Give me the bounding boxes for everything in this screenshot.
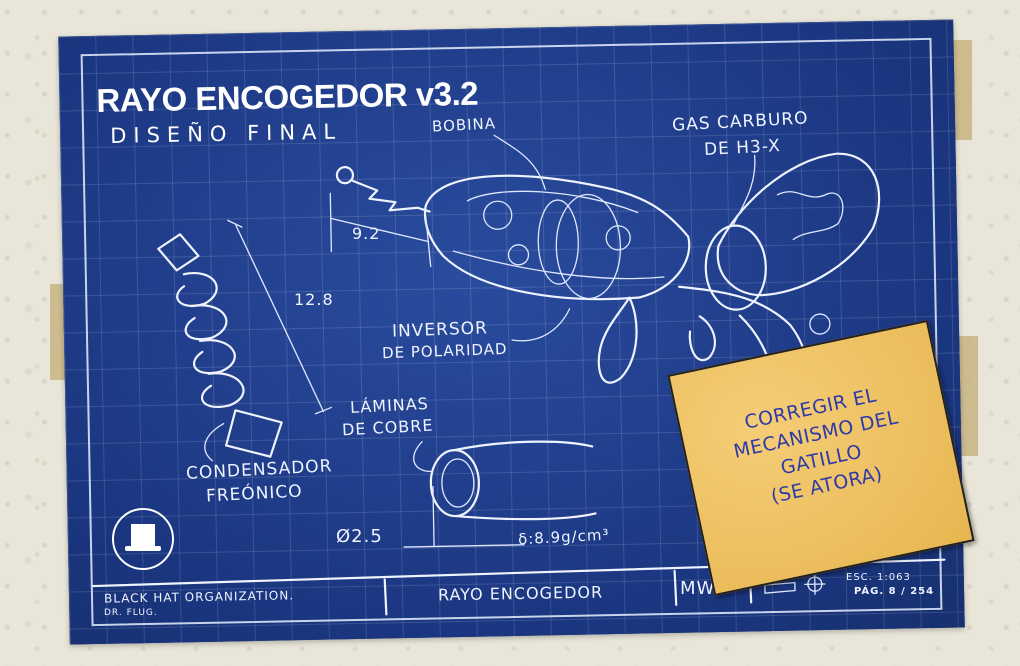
label-dim-128: 12.8 [294, 290, 334, 309]
label-diameter: Ø2.5 [336, 526, 383, 547]
label-gas-line2: DE H3-X [703, 136, 782, 160]
black-hat-logo-icon [112, 508, 174, 570]
title-block-page: PÁG. 8 / 254 [854, 586, 935, 597]
sticky-note-text: CORREGIR EL MECANISMO DEL GATILLO (SE AT… [680, 369, 958, 525]
title-block-initials: MW [680, 578, 716, 599]
label-bobina: BOBINA [431, 114, 497, 136]
title-block-name: RAYO ENCOGEDOR [437, 582, 604, 605]
label-dim-92: 9.2 [352, 224, 381, 243]
blueprint-title: RAYO ENCOGEDOR v3.2 [96, 74, 479, 119]
label-inversor-line1: INVERSOR [391, 318, 489, 342]
title-block-author: DR. FLUG. [104, 608, 158, 618]
title-block-scale: ESC. 1:063 [846, 572, 911, 583]
blueprint-subtitle: DISEÑO FINAL [110, 119, 343, 148]
